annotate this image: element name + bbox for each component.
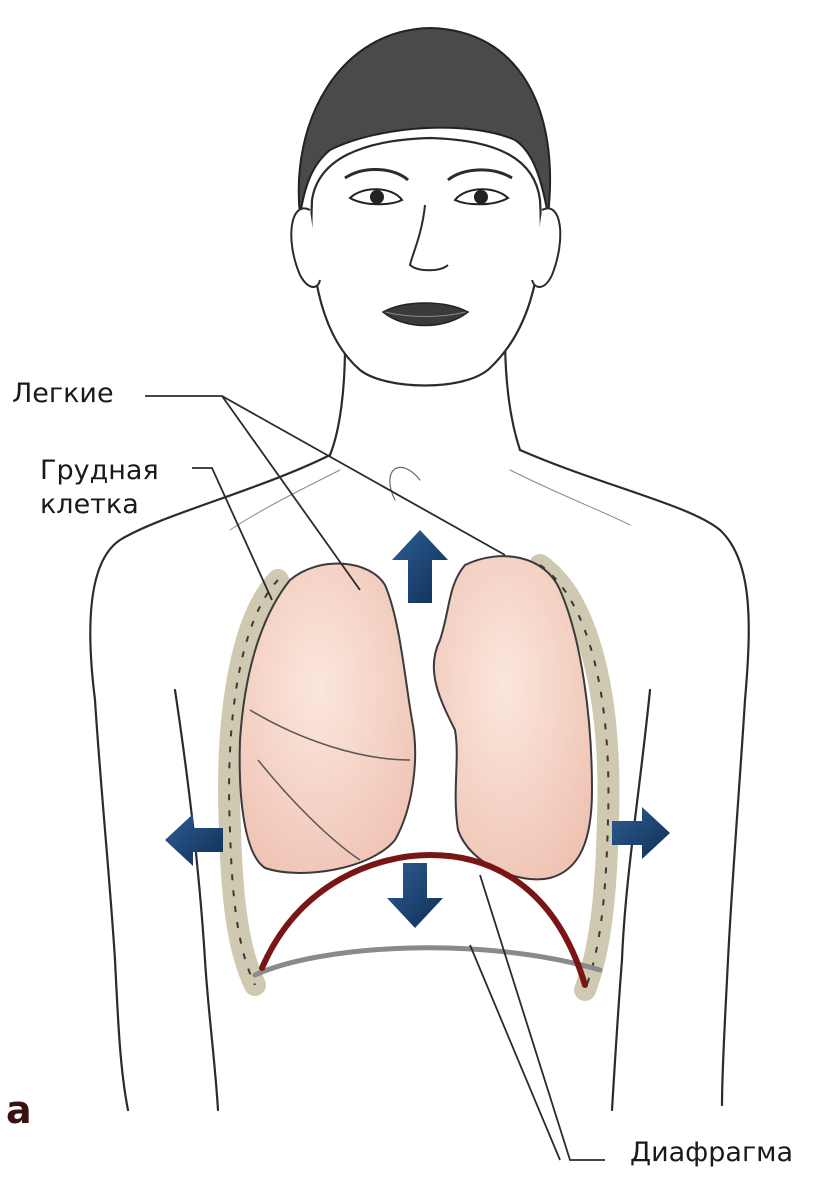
label-lungs: Легкие bbox=[12, 377, 114, 411]
head bbox=[291, 28, 560, 386]
diaphragm-relaxed-line bbox=[255, 948, 600, 975]
chest-leader bbox=[192, 468, 272, 600]
lungs-leader bbox=[145, 396, 505, 590]
lungs bbox=[240, 556, 592, 879]
label-diaphragm: Диафрагма bbox=[630, 1136, 793, 1170]
arrow-right-icon bbox=[612, 807, 670, 859]
arrow-left-icon bbox=[165, 814, 223, 866]
diaphragm-leader bbox=[470, 875, 605, 1160]
panel-letter: а bbox=[6, 1088, 32, 1132]
body-outline bbox=[90, 335, 748, 1110]
label-chest: Грудная клетка bbox=[40, 454, 159, 522]
arrow-up-icon bbox=[392, 530, 448, 603]
arrow-down-icon bbox=[387, 863, 443, 928]
